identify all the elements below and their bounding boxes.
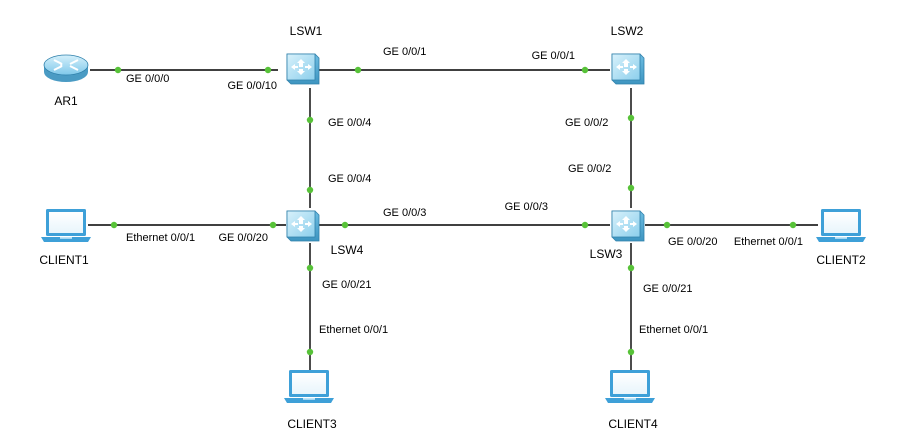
- port-label-client1-lsw4-from: Ethernet 0/0/1: [126, 232, 195, 244]
- port-label-lsw3-client4-from: GE 0/0/21: [643, 283, 693, 295]
- port-label-client1-lsw4-to: GE 0/0/20: [218, 232, 268, 244]
- port-label-lsw3-client2-to: Ethernet 0/0/1: [734, 236, 803, 248]
- client2-laptop-icon[interactable]: [816, 209, 866, 242]
- ar1-router-icon[interactable]: [43, 54, 89, 83]
- port-label-lsw1-lsw4-from: GE 0/0/4: [328, 117, 371, 129]
- client2-name-label: CLIENT2: [816, 253, 866, 267]
- port-label-lsw2-lsw3-to: GE 0/0/2: [568, 163, 611, 175]
- client3-laptop-icon[interactable]: [284, 370, 334, 403]
- port-dot-lsw2-lsw3-from: [627, 114, 635, 122]
- client4-name-label: CLIENT4: [608, 417, 658, 431]
- client1-laptop-icon[interactable]: [41, 209, 91, 242]
- port-dot-lsw3-client2-from: [663, 221, 671, 229]
- port-dot-client1-lsw4-from: [110, 221, 118, 229]
- lsw1-name-label: LSW1: [290, 24, 323, 38]
- port-label-lsw1-lsw4-to: GE 0/0/4: [328, 173, 371, 185]
- port-label-ar1-lsw1-from: GE 0/0/0: [126, 73, 169, 85]
- port-label-lsw1-lsw2-to: GE 0/0/1: [532, 50, 575, 62]
- port-dot-lsw4-lsw3-from: [341, 221, 349, 229]
- port-label-lsw4-lsw3-to: GE 0/0/3: [505, 201, 548, 213]
- port-label-lsw1-lsw2-from: GE 0/0/1: [383, 46, 426, 58]
- port-dot-lsw1-lsw4-from: [306, 116, 314, 124]
- port-dot-lsw4-client3-to: [306, 348, 314, 356]
- port-dot-lsw1-lsw2-from: [354, 66, 362, 74]
- lsw1-switch-icon[interactable]: [286, 53, 320, 85]
- port-dot-lsw3-client4-to: [627, 348, 635, 356]
- port-dot-ar1-lsw1-to: [264, 66, 272, 74]
- port-dot-lsw1-lsw2-to: [581, 66, 589, 74]
- client3-name-label: CLIENT3: [287, 417, 337, 431]
- lsw4-name-label: LSW4: [331, 243, 364, 257]
- port-dot-lsw1-lsw4-to: [306, 186, 314, 194]
- ar1-name-label: AR1: [54, 94, 78, 108]
- port-label-lsw4-client3-from: GE 0/0/21: [322, 279, 372, 291]
- port-dot-lsw2-lsw3-to: [627, 184, 635, 192]
- lsw2-switch-icon[interactable]: [611, 53, 645, 85]
- client1-name-label: CLIENT1: [39, 253, 89, 267]
- port-label-ar1-lsw1-to: GE 0/0/10: [227, 80, 277, 92]
- port-label-lsw4-client3-to: Ethernet 0/0/1: [319, 324, 388, 336]
- port-label-lsw2-lsw3-from: GE 0/0/2: [565, 117, 608, 129]
- port-label-lsw3-client2-from: GE 0/0/20: [668, 236, 718, 248]
- lsw4-switch-icon[interactable]: [286, 210, 320, 242]
- client4-laptop-icon[interactable]: [605, 370, 655, 403]
- lsw3-switch-icon[interactable]: [611, 210, 645, 242]
- port-dot-ar1-lsw1-from: [114, 66, 122, 74]
- port-dot-lsw4-lsw3-to: [581, 221, 589, 229]
- port-label-lsw3-client4-to: Ethernet 0/0/1: [639, 324, 708, 336]
- port-dot-lsw3-client2-to: [789, 221, 797, 229]
- port-dot-lsw4-client3-from: [306, 264, 314, 272]
- port-dot-client1-lsw4-to: [269, 221, 277, 229]
- lsw2-name-label: LSW2: [611, 24, 644, 38]
- port-dot-lsw3-client4-from: [627, 264, 635, 272]
- port-label-lsw4-lsw3-from: GE 0/0/3: [383, 207, 426, 219]
- lsw3-name-label: LSW3: [590, 247, 623, 261]
